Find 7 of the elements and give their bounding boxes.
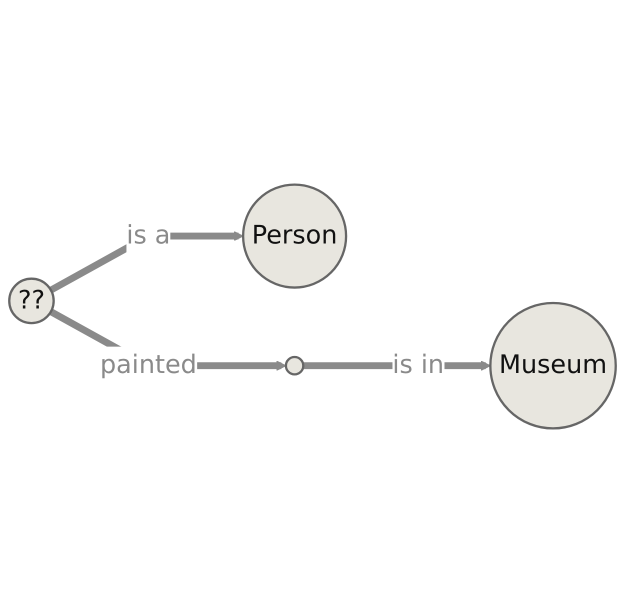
node-circle: Person: [242, 183, 348, 289]
node-circle: Museum: [489, 302, 617, 430]
edge-label: painted: [100, 351, 197, 380]
edge-label: is in: [392, 351, 444, 380]
edge-label: is a: [126, 222, 170, 251]
node-circle: ??: [8, 278, 55, 324]
node-circle: [284, 356, 304, 376]
